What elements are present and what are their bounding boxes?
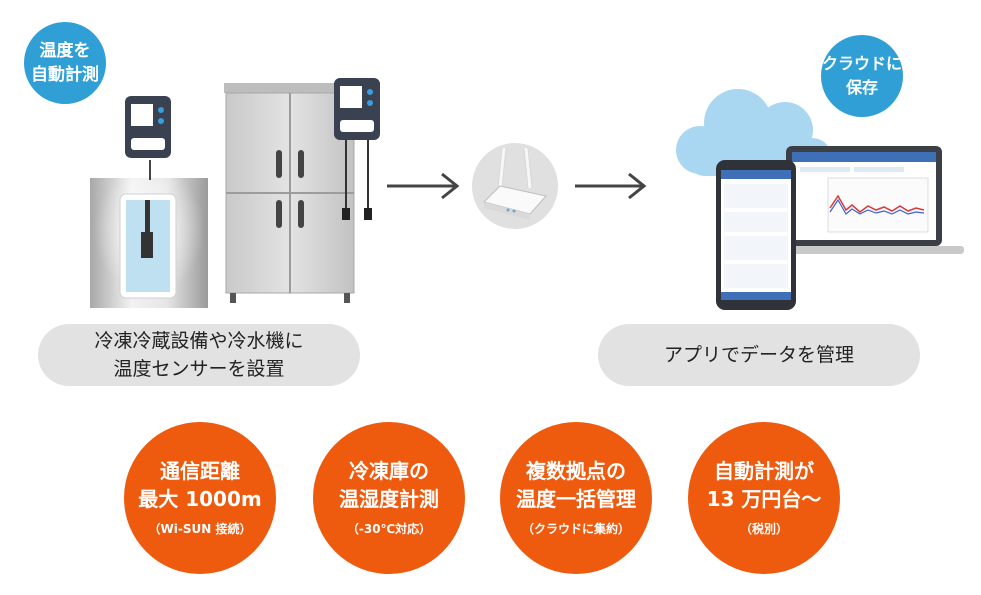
cloud-save-badge: クラウドに 保存 bbox=[821, 35, 903, 117]
auto-measure-badge: 温度を 自動計測 bbox=[24, 22, 106, 104]
feature-price-note: （税別） bbox=[739, 522, 788, 536]
feature-multi-site-line1: 複数拠点の bbox=[526, 459, 626, 483]
feature-freezer-line2: 温湿度計測 bbox=[339, 487, 439, 511]
feature-freezer-line1: 冷凍庫の bbox=[349, 459, 429, 483]
feature-range-line1: 通信距離 bbox=[160, 459, 240, 483]
cloud-save-badge-line1: クラウドに bbox=[821, 54, 902, 73]
app-manage-caption-text: アプリでデータを管理 bbox=[663, 344, 854, 366]
cloud-save-badge-line2: 保存 bbox=[845, 78, 878, 97]
feature-range-note: （Wi-SUN 接続） bbox=[148, 522, 252, 536]
feature-range-line2: 最大 1000m bbox=[138, 487, 262, 511]
auto-measure-badge-line2: 自動計測 bbox=[31, 65, 99, 85]
feature-multi-site-line2: 温度一括管理 bbox=[516, 487, 636, 511]
feature-price-line1: 自動計測が bbox=[714, 459, 814, 483]
feature-price-line2: 13 万円台〜 bbox=[706, 487, 822, 511]
feature-freezer: 冷凍庫の 温湿度計測 （-30℃対応） bbox=[313, 422, 465, 574]
feature-price: 自動計測が 13 万円台〜 （税別） bbox=[688, 422, 840, 574]
feature-multi-site-note: （クラウドに集約） bbox=[521, 522, 630, 536]
feature-freezer-note: （-30℃対応） bbox=[346, 522, 432, 536]
sensor-install-caption: 冷凍冷蔵設備や冷水機に 温度センサーを設置 bbox=[38, 324, 360, 386]
feature-multi-site: 複数拠点の 温度一括管理 （クラウドに集約） bbox=[500, 422, 652, 574]
auto-measure-badge-line1: 温度を bbox=[39, 41, 91, 61]
sensor-install-caption-line1: 冷凍冷蔵設備や冷水機に bbox=[94, 330, 304, 352]
sensor-install-caption-line2: 温度センサーを設置 bbox=[113, 358, 285, 380]
feature-range: 通信距離 最大 1000m （Wi-SUN 接続） bbox=[124, 422, 276, 574]
app-manage-caption: アプリでデータを管理 bbox=[598, 324, 920, 386]
